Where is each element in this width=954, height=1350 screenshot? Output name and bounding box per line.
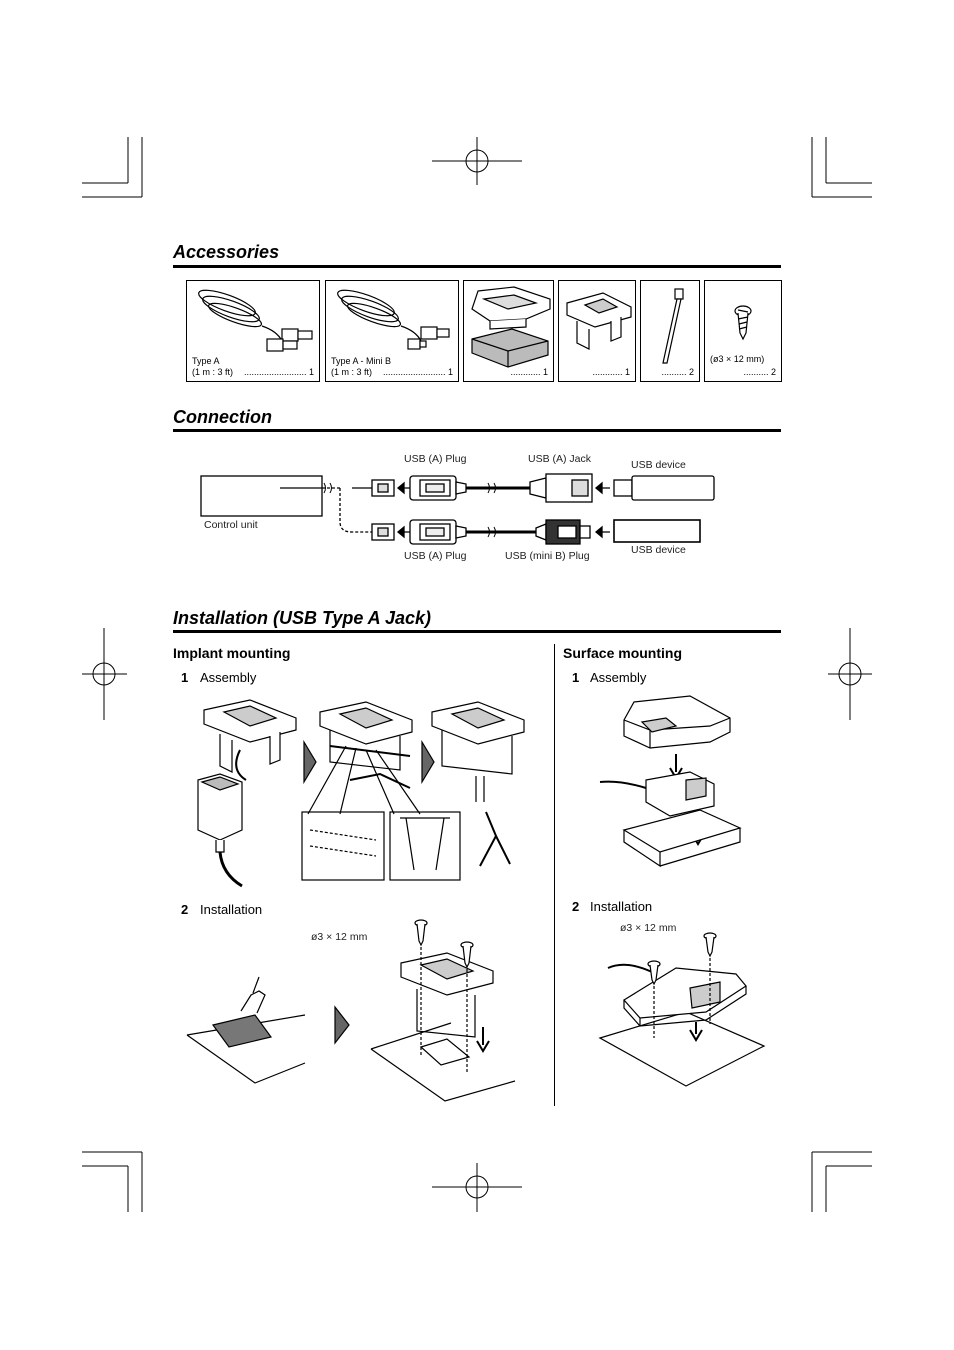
surface-step2-number: 2: [572, 899, 580, 914]
surface-mounting-title: Surface mounting: [563, 645, 683, 661]
surface-screw-label: ø3 × 12 mm: [620, 922, 677, 934]
section-rule: [173, 265, 781, 268]
accessory-label: (ø3 × 12 mm): [710, 354, 765, 364]
accessory-label: Type A - Mini B (1 m : 3 ft): [331, 356, 392, 377]
surface-step1-label: Assembly: [590, 670, 647, 685]
accessory-label: Type A (1 m : 3 ft): [192, 356, 234, 377]
section-rule: [173, 429, 781, 432]
label-usb-device-bottom: USB device: [631, 544, 686, 556]
accessory-bracket-and-pad: ............ 1: [463, 280, 554, 382]
cable-tie-icon: [662, 288, 684, 364]
usb-mini-cable-icon: [337, 289, 450, 350]
implant-screw-label: ø3 × 12 mm: [311, 931, 368, 943]
jack-bracket-icon: [566, 292, 632, 350]
implant-step2-label: Installation: [200, 902, 263, 917]
accessory-screw: (ø3 × 12 mm) .......... 2: [704, 280, 782, 382]
accessory-usb-cable-a: Type A (1 m : 3 ft) ....................…: [186, 280, 320, 382]
label-usb-a-jack: USB (A) Jack: [528, 453, 592, 465]
section-title-installation: Installation (USB Type A Jack): [173, 608, 432, 628]
accessory-count: .......... 2: [743, 367, 776, 377]
implant-step1-number: 1: [181, 670, 189, 685]
surface-step2-label: Installation: [590, 899, 653, 914]
surface-assembly-illustration: [599, 695, 742, 868]
label-usb-a-plug-bottom: USB (A) Plug: [404, 550, 467, 562]
accessory-count: ......................... 1: [243, 367, 314, 377]
accessory-usb-cable-mini-b: Type A - Mini B (1 m : 3 ft) ...........…: [325, 280, 459, 382]
control-unit-box: [200, 475, 323, 517]
label-usb-device-top: USB device: [631, 459, 686, 471]
implant-step1-label: Assembly: [200, 670, 257, 685]
section-rule: [173, 630, 781, 633]
implant-installation-illustration: [186, 919, 516, 1102]
screw-icon: [734, 305, 752, 341]
accessory-count: ......................... 1: [382, 367, 453, 377]
surface-installation-illustration: [598, 932, 766, 1087]
accessory-jack-bracket: ............ 1: [558, 280, 636, 382]
bracket-icon: [471, 286, 551, 368]
label-usb-a-plug-top: USB (A) Plug: [404, 453, 467, 465]
label-usb-mini-b-plug: USB (mini B) Plug: [505, 550, 590, 562]
surface-step1-number: 1: [572, 670, 580, 685]
connection-diagram: [200, 473, 715, 545]
accessory-count: ............ 1: [592, 367, 630, 377]
section-title-connection: Connection: [173, 407, 272, 427]
accessory-count: .......... 2: [661, 367, 694, 377]
label-control-unit: Control unit: [204, 519, 258, 531]
section-title-accessories: Accessories: [173, 242, 280, 262]
implant-assembly-illustration: [197, 699, 525, 888]
implant-step2-number: 2: [181, 902, 189, 917]
usb-cable-icon: [198, 289, 313, 352]
accessory-count: ............ 1: [510, 367, 548, 377]
column-divider: [554, 644, 555, 1106]
implant-mounting-title: Implant mounting: [173, 645, 291, 661]
accessory-cable-tie: .......... 2: [640, 280, 700, 382]
